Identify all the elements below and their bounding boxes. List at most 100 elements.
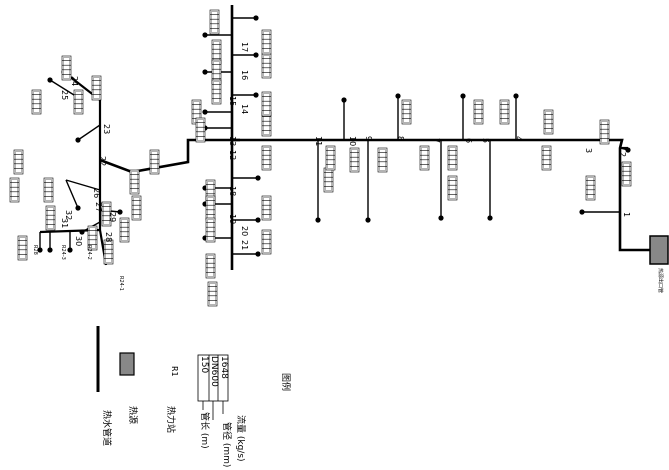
pipe-data-box: [541, 145, 552, 171]
station-dot: [202, 109, 208, 115]
station-dot: [255, 217, 261, 223]
pipe-data-box-text: [45, 179, 52, 201]
station-dot: [395, 93, 401, 99]
node-label-28: 28: [104, 232, 113, 242]
pipe-data-box: [261, 91, 272, 117]
pipe-data-box: [599, 119, 610, 145]
node-label-17: 17: [240, 42, 249, 52]
pipe-data-box-text: [15, 151, 22, 173]
legend-flow-value: 1648: [219, 356, 229, 379]
station-dot: [255, 175, 261, 181]
pipe-data-box: [419, 145, 430, 171]
legend-diameter-label: 管径 (mm): [221, 422, 233, 467]
pipe-data-box-text: [263, 93, 270, 115]
node-label-22: 22: [98, 156, 107, 166]
legend-station-tag: R1: [170, 366, 179, 377]
pipe-data-box: [261, 195, 272, 221]
node-label-24: 24: [70, 76, 79, 86]
legend-title: 图例: [280, 373, 292, 391]
pipe-data-box: [621, 161, 632, 187]
node-label-12: 12: [228, 150, 237, 160]
pipe-data-box-text: [379, 149, 386, 171]
station-dot: [438, 215, 444, 221]
node-label-30: 30: [74, 236, 83, 246]
pipe-data-box: [261, 145, 272, 171]
pipe-data-box: [73, 89, 84, 115]
node-labels: 1234567891011121314151617181920212223242…: [60, 42, 631, 250]
node-label-2: 2: [618, 152, 627, 157]
pipe-data-box: [209, 9, 220, 35]
node-label-4: 4: [514, 136, 523, 141]
station-dots: [37, 15, 631, 257]
station-dot: [315, 217, 321, 223]
station-dot: [255, 251, 261, 257]
pipe-data-box: [17, 235, 28, 261]
pipe-data-box-text: [105, 241, 112, 263]
legend-pipe-label: 热水管道: [101, 410, 113, 446]
pipe-data-box-text: [103, 203, 110, 225]
pipe-data-box: [499, 99, 510, 125]
pipe-data-box-text: [351, 149, 358, 171]
legend-source-symbol: [119, 352, 135, 376]
station-dot: [487, 215, 493, 221]
pipe-data-box-text: [151, 151, 158, 173]
pipe-data-box-text: [207, 219, 214, 241]
node-label-19: 19: [228, 214, 237, 224]
pipe-data-box: [585, 175, 596, 201]
legend-length-label: 管长 (m): [199, 412, 211, 449]
node-label-21: 21: [240, 240, 249, 250]
pipe-data-box-text: [211, 11, 218, 33]
station-dot: [75, 137, 81, 143]
pipe-data-box-text: [263, 31, 270, 53]
pipe-data-box: [447, 145, 458, 171]
node-label-1: 1: [622, 212, 631, 217]
node-label-3: 3: [584, 148, 593, 153]
pipe-data-box-text: [213, 81, 220, 103]
pipe-data-box: [103, 239, 114, 265]
pipe-data-box-text: [19, 237, 26, 259]
pipe-annotation-boxes: [9, 9, 632, 307]
pipe-data-box: [195, 117, 206, 143]
heat-source-block: [649, 235, 669, 265]
pipe-data-box: [211, 79, 222, 105]
node-label-13: 13: [228, 136, 237, 146]
node-label-10: 10: [348, 136, 357, 146]
pipe-data-box: [43, 177, 54, 203]
station-dot: [341, 97, 347, 103]
pipe-data-box: [101, 201, 112, 227]
station-dot: [625, 147, 631, 153]
source-outlet-label: 热源出口管: [657, 268, 664, 293]
pipe-data-box: [205, 253, 216, 279]
station-dot: [579, 209, 585, 215]
pipe-data-box: [45, 205, 56, 231]
main-pipe: [99, 138, 240, 174]
pipe-data-box-text: [327, 147, 334, 169]
node-label-32: 32: [64, 210, 73, 220]
pipe-data-box: [205, 217, 216, 243]
node-label-18: 18: [228, 186, 237, 196]
pipe-data-box-text: [263, 231, 270, 253]
station-dot: [253, 92, 259, 98]
pipe-data-box: [447, 175, 458, 201]
node-label-14: 14: [240, 104, 249, 114]
station-tag-r24-3: R24-3: [60, 245, 66, 260]
station-dot: [75, 205, 81, 211]
station-dot: [47, 77, 53, 83]
node-label-8: 8: [396, 136, 405, 141]
pipe-data-box-text: [263, 197, 270, 219]
branch-pipe: [65, 179, 79, 209]
station-tag-r24-1: R24-1: [118, 276, 124, 291]
pipe-data-box: [91, 75, 102, 101]
pipe-data-box-text: [209, 283, 216, 305]
pipe-data-box-text: [421, 147, 428, 169]
station-dot: [117, 209, 123, 215]
node-label-27: 27: [94, 202, 103, 212]
pipe-data-box-text: [63, 57, 70, 79]
node-label-9: 9: [364, 136, 373, 141]
pipe-data-box: [149, 149, 160, 175]
pipe-data-box: [13, 149, 24, 175]
pipe-data-box: [207, 281, 218, 307]
node-label-5: 5: [481, 138, 490, 143]
